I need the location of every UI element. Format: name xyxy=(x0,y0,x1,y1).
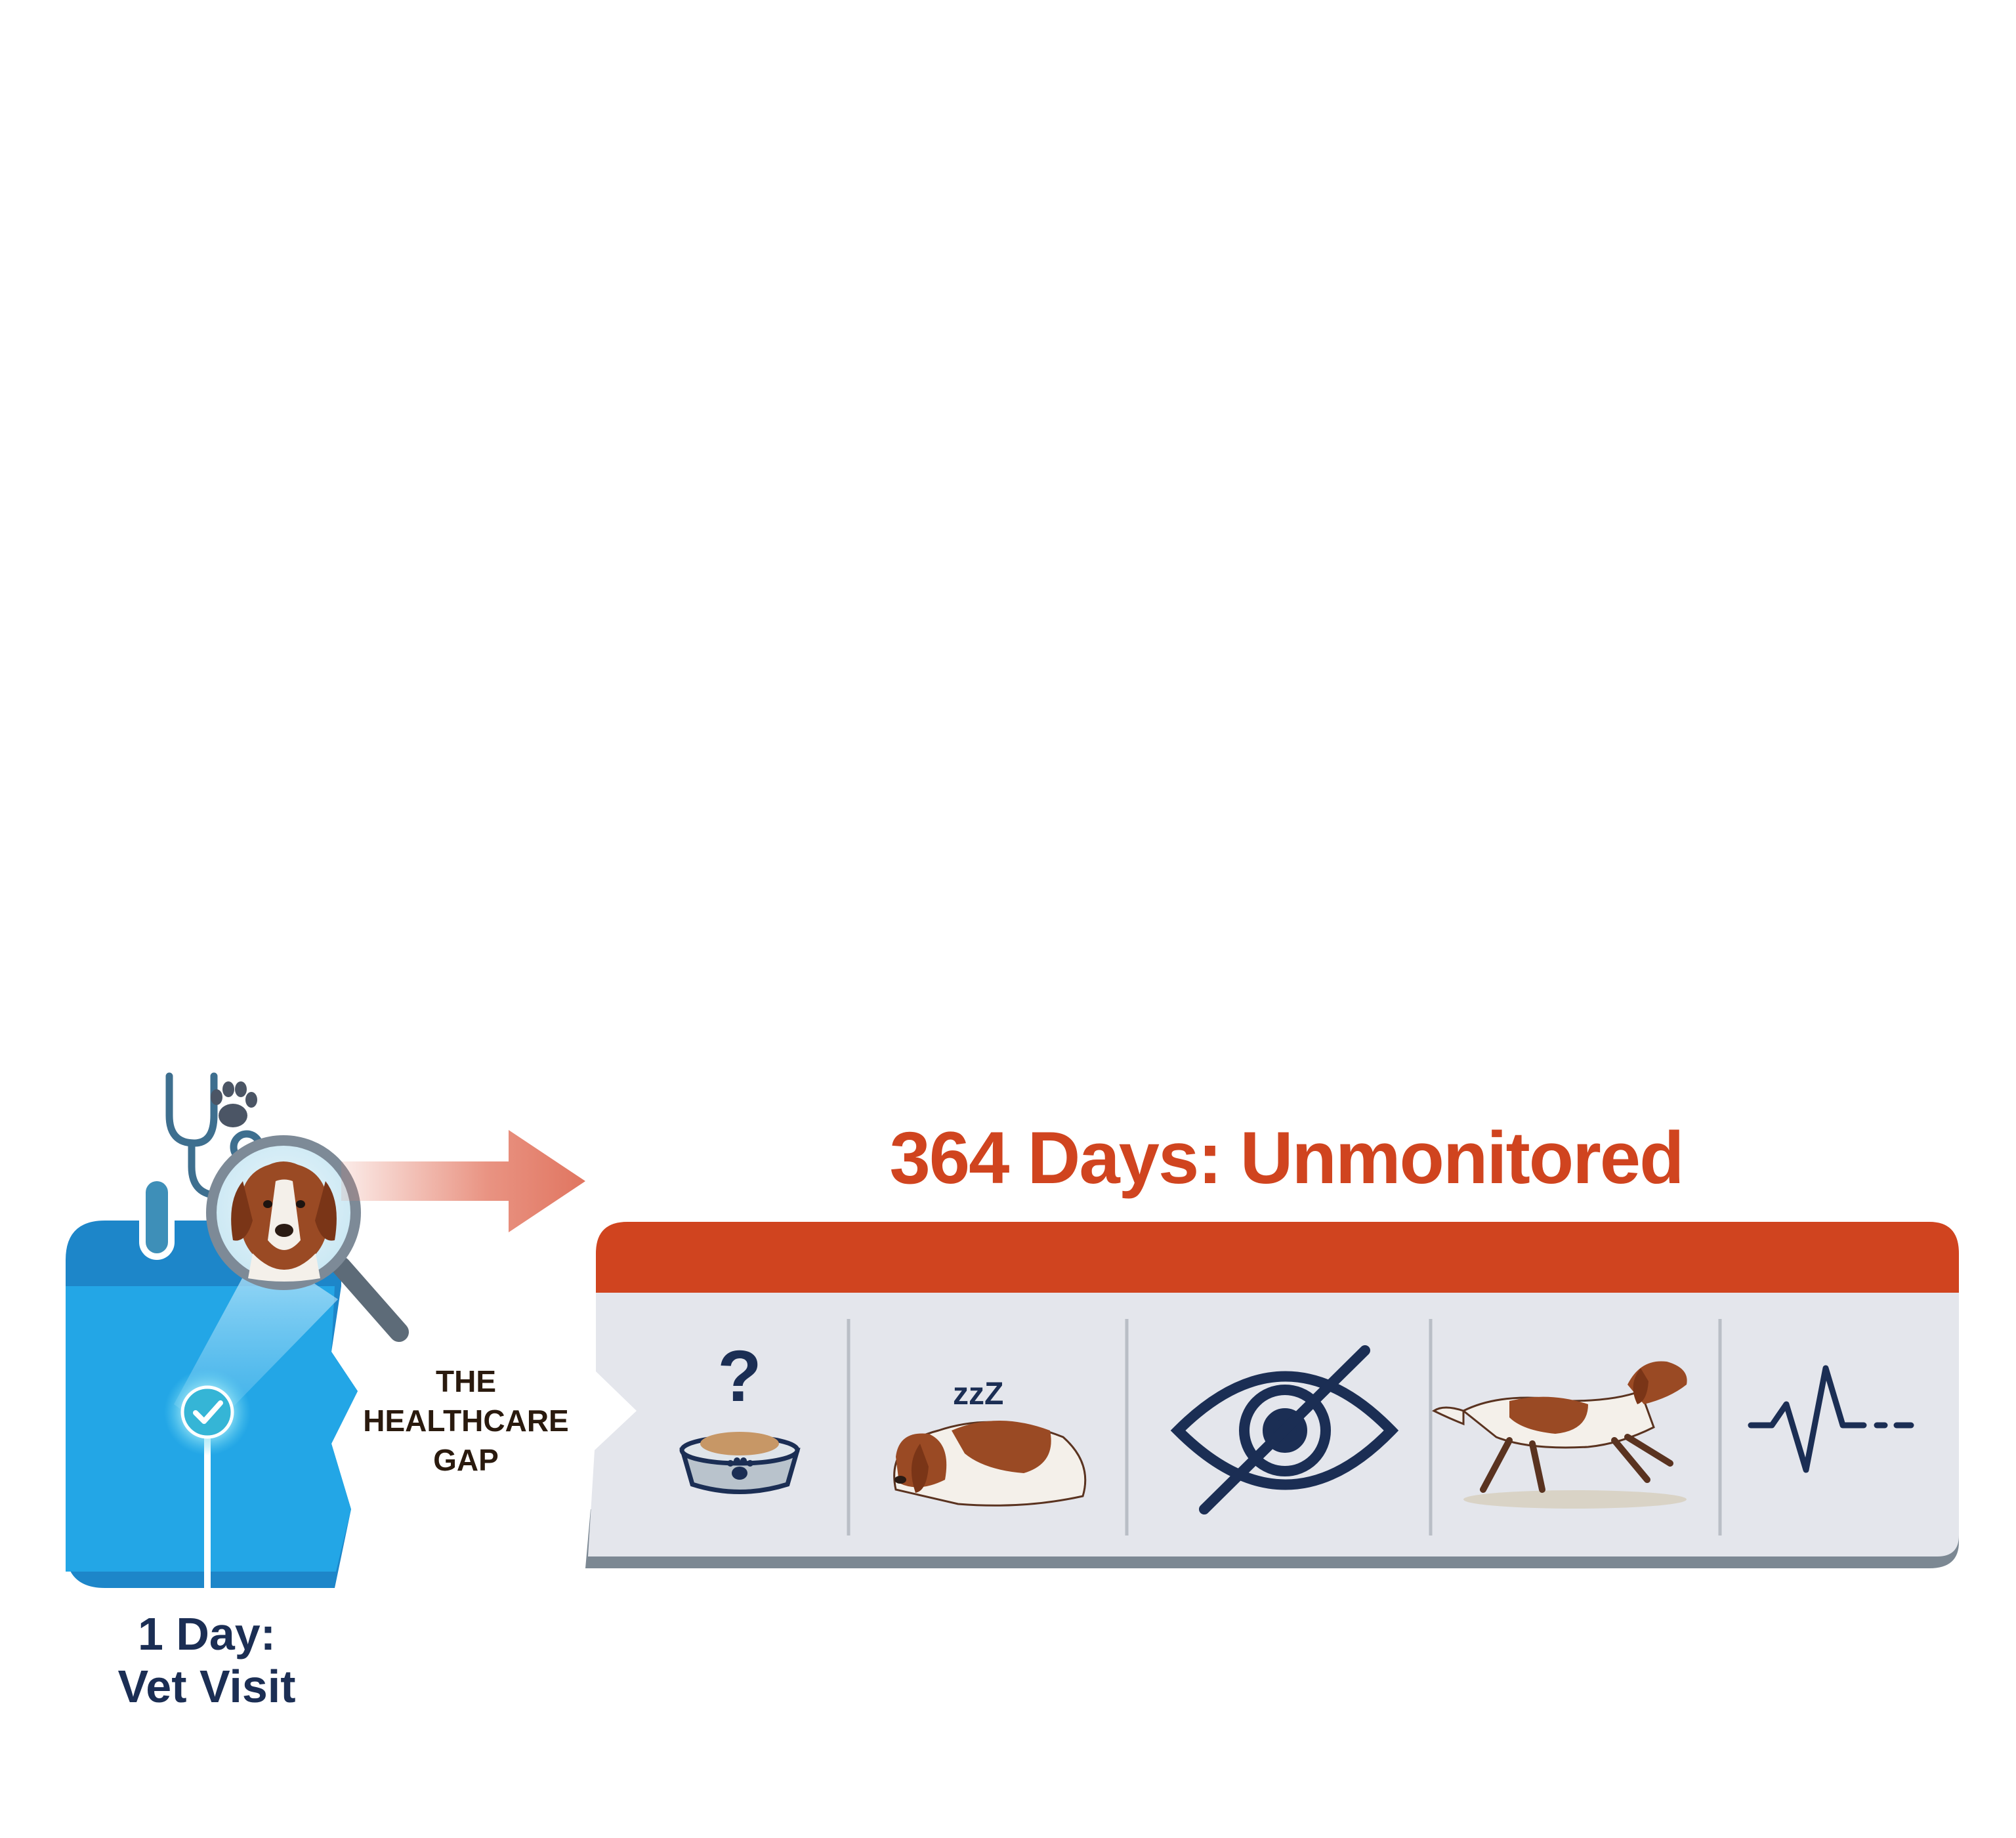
panel-dividers xyxy=(847,1319,1722,1535)
vet-visit-line2: Vet Visit xyxy=(117,1661,296,1712)
transition-arrow xyxy=(341,1130,585,1232)
sleep-zzz: zzZ xyxy=(953,1377,1003,1411)
dog-portrait xyxy=(231,1161,337,1282)
eye-crossed-icon xyxy=(1170,1345,1399,1514)
vet-visit-line1: 1 Day: xyxy=(137,1608,276,1660)
timeline-marker xyxy=(204,1437,211,1601)
unmonitored-title: 364 Days: Unmonitored xyxy=(889,1117,1685,1199)
paw-icon xyxy=(211,1081,257,1127)
food-bowl-question-icon: ? xyxy=(679,1336,801,1494)
vet-visit-label: 1 Day: Vet Visit xyxy=(59,1608,354,1713)
gap-label-line3: GAP xyxy=(433,1443,499,1477)
calendar-icon xyxy=(66,1175,358,1601)
sleeping-dog-icon: zzZ xyxy=(893,1377,1087,1507)
question-mark: ? xyxy=(717,1336,761,1417)
gap-label-line2: HEALTHCARE xyxy=(363,1404,569,1438)
magnifier-icon xyxy=(206,1135,409,1342)
healthcare-gap-label: THE HEALTHCARE GAP xyxy=(348,1362,584,1480)
running-dog-icon xyxy=(1432,1361,1687,1509)
checkmark-icon xyxy=(164,1369,251,1455)
heartbeat-icon xyxy=(1748,1365,1914,1473)
gap-label-line1: THE xyxy=(436,1364,496,1398)
